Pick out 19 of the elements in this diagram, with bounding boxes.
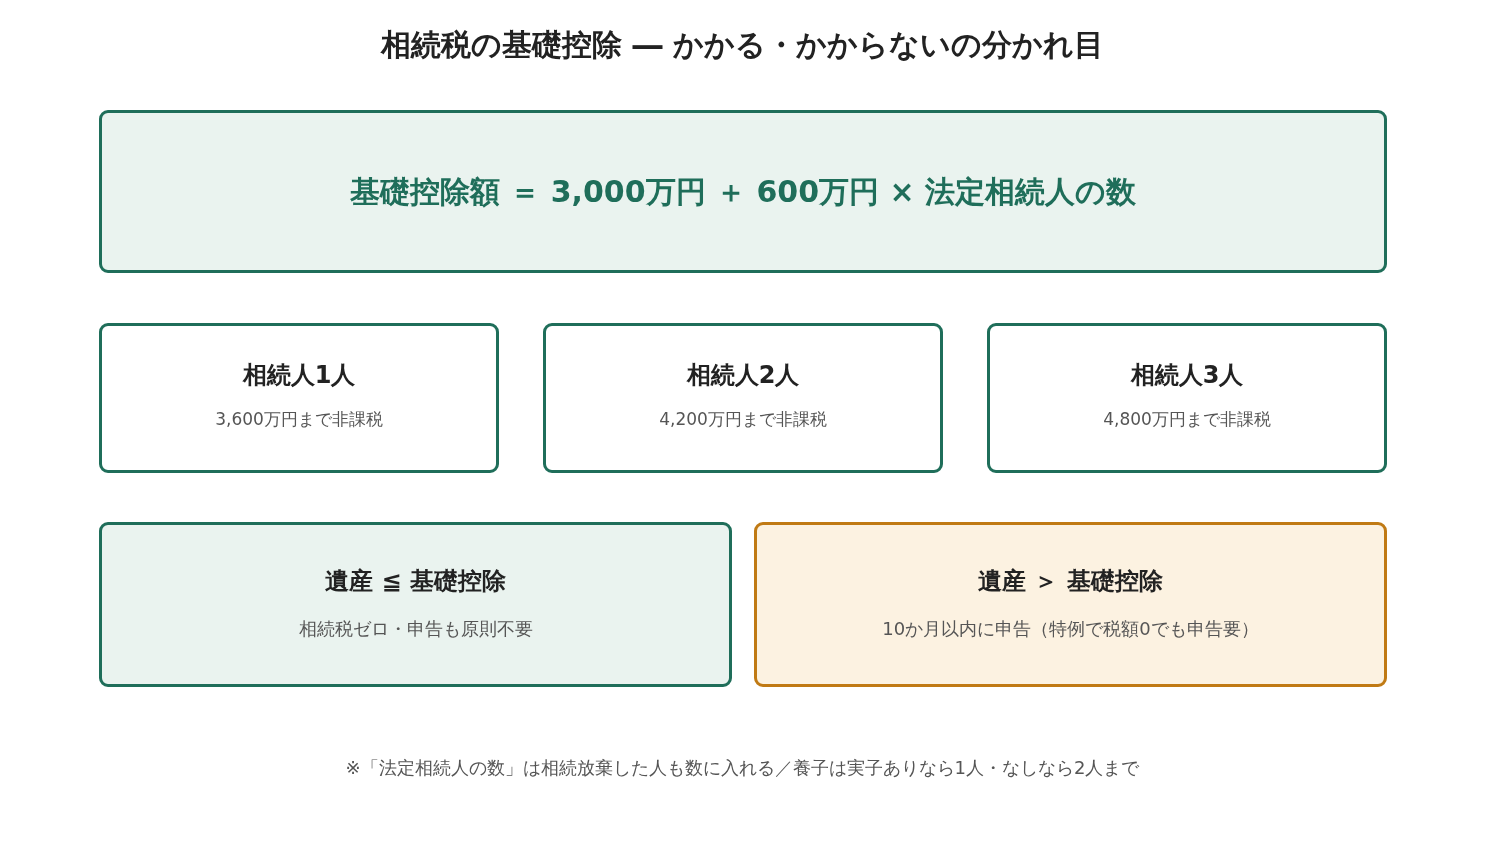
card-heading: 相続人1人 bbox=[242, 360, 356, 391]
title: 相続税の基礎控除 ― かかる・かからないの分かれ目 bbox=[379, 26, 1105, 64]
footnote: ※「法定相続人の数」は相続放棄した人も数に入れる／養子は実子ありなら1人・なしなら2人まで bbox=[344, 756, 1141, 780]
card-heading: 遺産 ≦ 基礎控除 bbox=[325, 565, 506, 597]
formula-box bbox=[99, 110, 1387, 273]
card-heading: 相続人2人 bbox=[686, 360, 800, 391]
formula-text: 基礎控除額 ＝ 3,000万円 ＋ 600万円 × 法定相続人の数 bbox=[349, 172, 1137, 211]
card-text: 4,200万円まで非課税 bbox=[659, 408, 827, 431]
card-text: 4,800万円まで非課税 bbox=[1103, 408, 1271, 431]
card-text: 3,600万円まで非課税 bbox=[215, 408, 383, 431]
info-card bbox=[543, 323, 943, 473]
card-heading: 相続人3人 bbox=[1130, 360, 1244, 391]
info-card bbox=[99, 323, 499, 473]
result-box bbox=[754, 522, 1387, 687]
result-box bbox=[99, 522, 732, 687]
card-text: 相続税ゼロ・申告も原則不要 bbox=[298, 616, 533, 641]
card-text: 10か月以内に申告（特例で税額0でも申告要） bbox=[882, 616, 1259, 641]
card-heading: 遺産 ＞ 基礎控除 bbox=[978, 565, 1163, 597]
info-card bbox=[987, 323, 1387, 473]
